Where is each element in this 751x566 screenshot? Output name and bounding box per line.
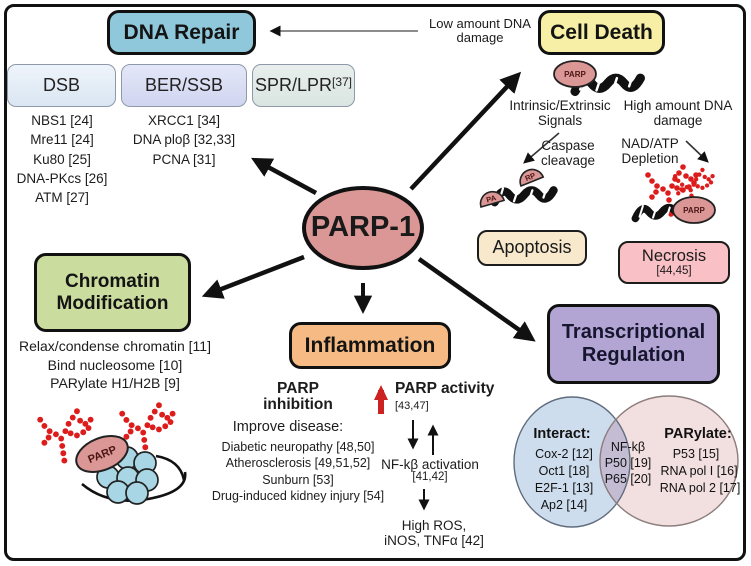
parp-activity-heading-block: PARP activity [43,47] <box>395 381 495 414</box>
parp-on-dna-icon: PARP <box>553 60 650 102</box>
list-item: NBS1 [24] <box>31 113 93 128</box>
dna-strand <box>155 454 186 481</box>
cell-death-box: Cell Death <box>538 10 665 55</box>
cleaved-parp-icon: PA RP <box>479 168 588 208</box>
parp-oval-label: PARP <box>683 206 705 215</box>
venn-interact-heading: Interact: <box>533 426 590 442</box>
parp-inhibition-heading: PARP inhibition <box>263 380 333 413</box>
intrinsic-extrinsic-label: Intrinsic/Extrinsic Signals <box>509 98 611 128</box>
pa-label: PA <box>485 193 498 205</box>
parp1-label: PARP-1 <box>310 211 416 244</box>
list-item: Ku80 [25] <box>33 151 91 167</box>
venn-shared-item: NF-kβ <box>611 440 645 454</box>
transcription-title: Transcriptional Regulation <box>561 321 706 366</box>
ros-inos-tnf-label: High ROS, iNOS, TNFα [42] <box>384 518 484 548</box>
list-item: Relax/condense chromatin [11] <box>19 338 211 354</box>
low-damage-note: Low amount DNA damage <box>429 16 531 46</box>
rp-label: RP <box>524 171 537 183</box>
nfkb-activation-label: NF-kβ activation <box>381 457 479 472</box>
arrow-damage-to-necrosis <box>685 140 709 163</box>
parp-fragment-rp: RP <box>519 168 545 188</box>
list-item: Sunburn [53] <box>262 472 334 487</box>
list-item: PARylate H1/H2B [9] <box>50 375 180 392</box>
venn-parylate-circle <box>600 396 738 526</box>
dna-strand <box>81 471 187 502</box>
necrosis-ref: [44,45] <box>656 265 692 278</box>
ber-ssb-box: BER/SSB <box>121 64 247 107</box>
inflammation-title: Inflammation <box>304 333 436 357</box>
inflammation-box: Inflammation <box>289 322 451 369</box>
chromatin-function-list: Relax/condense chromatin [11] Bind nucle… <box>12 337 218 393</box>
dna-repair-box: DNA Repair <box>107 10 256 55</box>
venn-item: P53 [15] <box>673 447 720 461</box>
parp-oval-label: PARP <box>564 70 586 79</box>
chromatin-title: Chromatin Modification <box>56 270 169 314</box>
chromatin-box: Chromatin Modification <box>34 253 191 332</box>
venn-shared-item: P50 [19] <box>605 456 652 470</box>
dsb-protein-list: NBS1 [24] Mre11 [24] Ku80 [25] DNA-PKcs … <box>6 111 118 207</box>
venn-item: Oct1 [18] <box>539 464 590 478</box>
ber-ssb-header: BER/SSB <box>144 74 224 95</box>
venn-item: Ap2 [14] <box>541 498 588 512</box>
list-item: XRCC1 [34] <box>147 113 221 128</box>
dna-repair-title: DNA Repair <box>123 20 240 44</box>
arrow-parp1-to-transcription <box>417 257 536 342</box>
venn-diagram: Interact: Cox-2 [12] Oct1 [18] E2F-1 [13… <box>513 395 741 528</box>
spr-lpr-box: SPR/LPR[37] <box>252 64 355 107</box>
necrosis-label: Necrosis <box>641 247 707 266</box>
apoptosis-label: Apoptosis <box>492 237 572 258</box>
hyperactive-parp-icon: PARP <box>628 164 716 224</box>
venn-item: Cox-2 [12] <box>535 447 593 461</box>
parp-oval <box>672 196 716 224</box>
apoptosis-box: Apoptosis <box>477 230 587 266</box>
disease-list: Diabetic neuropathy [48,50] Atherosclero… <box>200 439 396 504</box>
venn-item: RNA pol 2 [17] <box>660 481 741 495</box>
arrow-parp1-to-chromatin <box>201 254 305 299</box>
venn-item: E2F-1 [13] <box>535 481 593 495</box>
arrow-signals-to-apoptosis <box>523 132 560 164</box>
venn-item: RNA pol I [16] <box>660 464 737 478</box>
ber-protein-list: XRCC1 [34] DNA ploβ [32,33] PCNA [31] <box>114 111 254 169</box>
arrow-parp1-to-celldeath <box>409 71 522 191</box>
diagram-border <box>4 4 746 561</box>
venn-parylate-heading: PARylate: <box>664 426 731 442</box>
dsb-box: DSB <box>7 64 116 107</box>
nfkb-activation-ref: [41,42] <box>412 471 448 483</box>
histone-cluster <box>96 446 159 505</box>
parp-oval <box>553 60 597 88</box>
improve-disease-label: Improve disease: <box>232 419 344 435</box>
list-item: ATM [27] <box>35 190 89 206</box>
dsb-header: DSB <box>42 74 80 95</box>
parp-fragment-pa: PA <box>479 190 506 208</box>
parp-activity-ref: [43,47] <box>395 400 429 413</box>
parp-nucleosome-icon: PARP <box>37 402 187 505</box>
list-item: DNA-PKcs [26] <box>16 170 108 186</box>
arrow-parp1-to-dnarepair <box>251 157 318 195</box>
venn-shared-item: P65 [20] <box>605 472 652 486</box>
list-item: PCNA [31] <box>152 151 216 167</box>
list-item: Mre11 [24] <box>30 132 94 148</box>
spr-lpr-ref: [37] <box>332 74 353 89</box>
transcription-box: Transcriptional Regulation <box>547 304 720 384</box>
cell-death-title: Cell Death <box>550 20 653 44</box>
parp-oval: PARP <box>75 435 129 473</box>
venn-interact-circle <box>514 397 630 527</box>
parp-activity-heading: PARP activity <box>395 380 495 397</box>
spr-lpr-header: SPR/LPR <box>254 74 332 95</box>
list-item: Bind nucleosome [10] <box>47 356 183 373</box>
list-item: DNA ploβ [32,33] <box>132 132 236 148</box>
caspase-cleavage-label: Caspase cleavage <box>540 138 596 168</box>
high-damage-label: High amount DNA damage <box>623 98 733 128</box>
list-item: Atherosclerosis [49,51,52] <box>225 456 371 471</box>
nad-atp-label: NAD/ATP Depletion <box>621 136 679 166</box>
list-item: Diabetic neuropathy [48,50] <box>221 440 375 454</box>
parp1-node: PARP-1 <box>302 186 424 270</box>
list-item: Drug-induced kidney injury [54] <box>211 488 385 503</box>
necrosis-box: Necrosis [44,45] <box>618 241 730 284</box>
